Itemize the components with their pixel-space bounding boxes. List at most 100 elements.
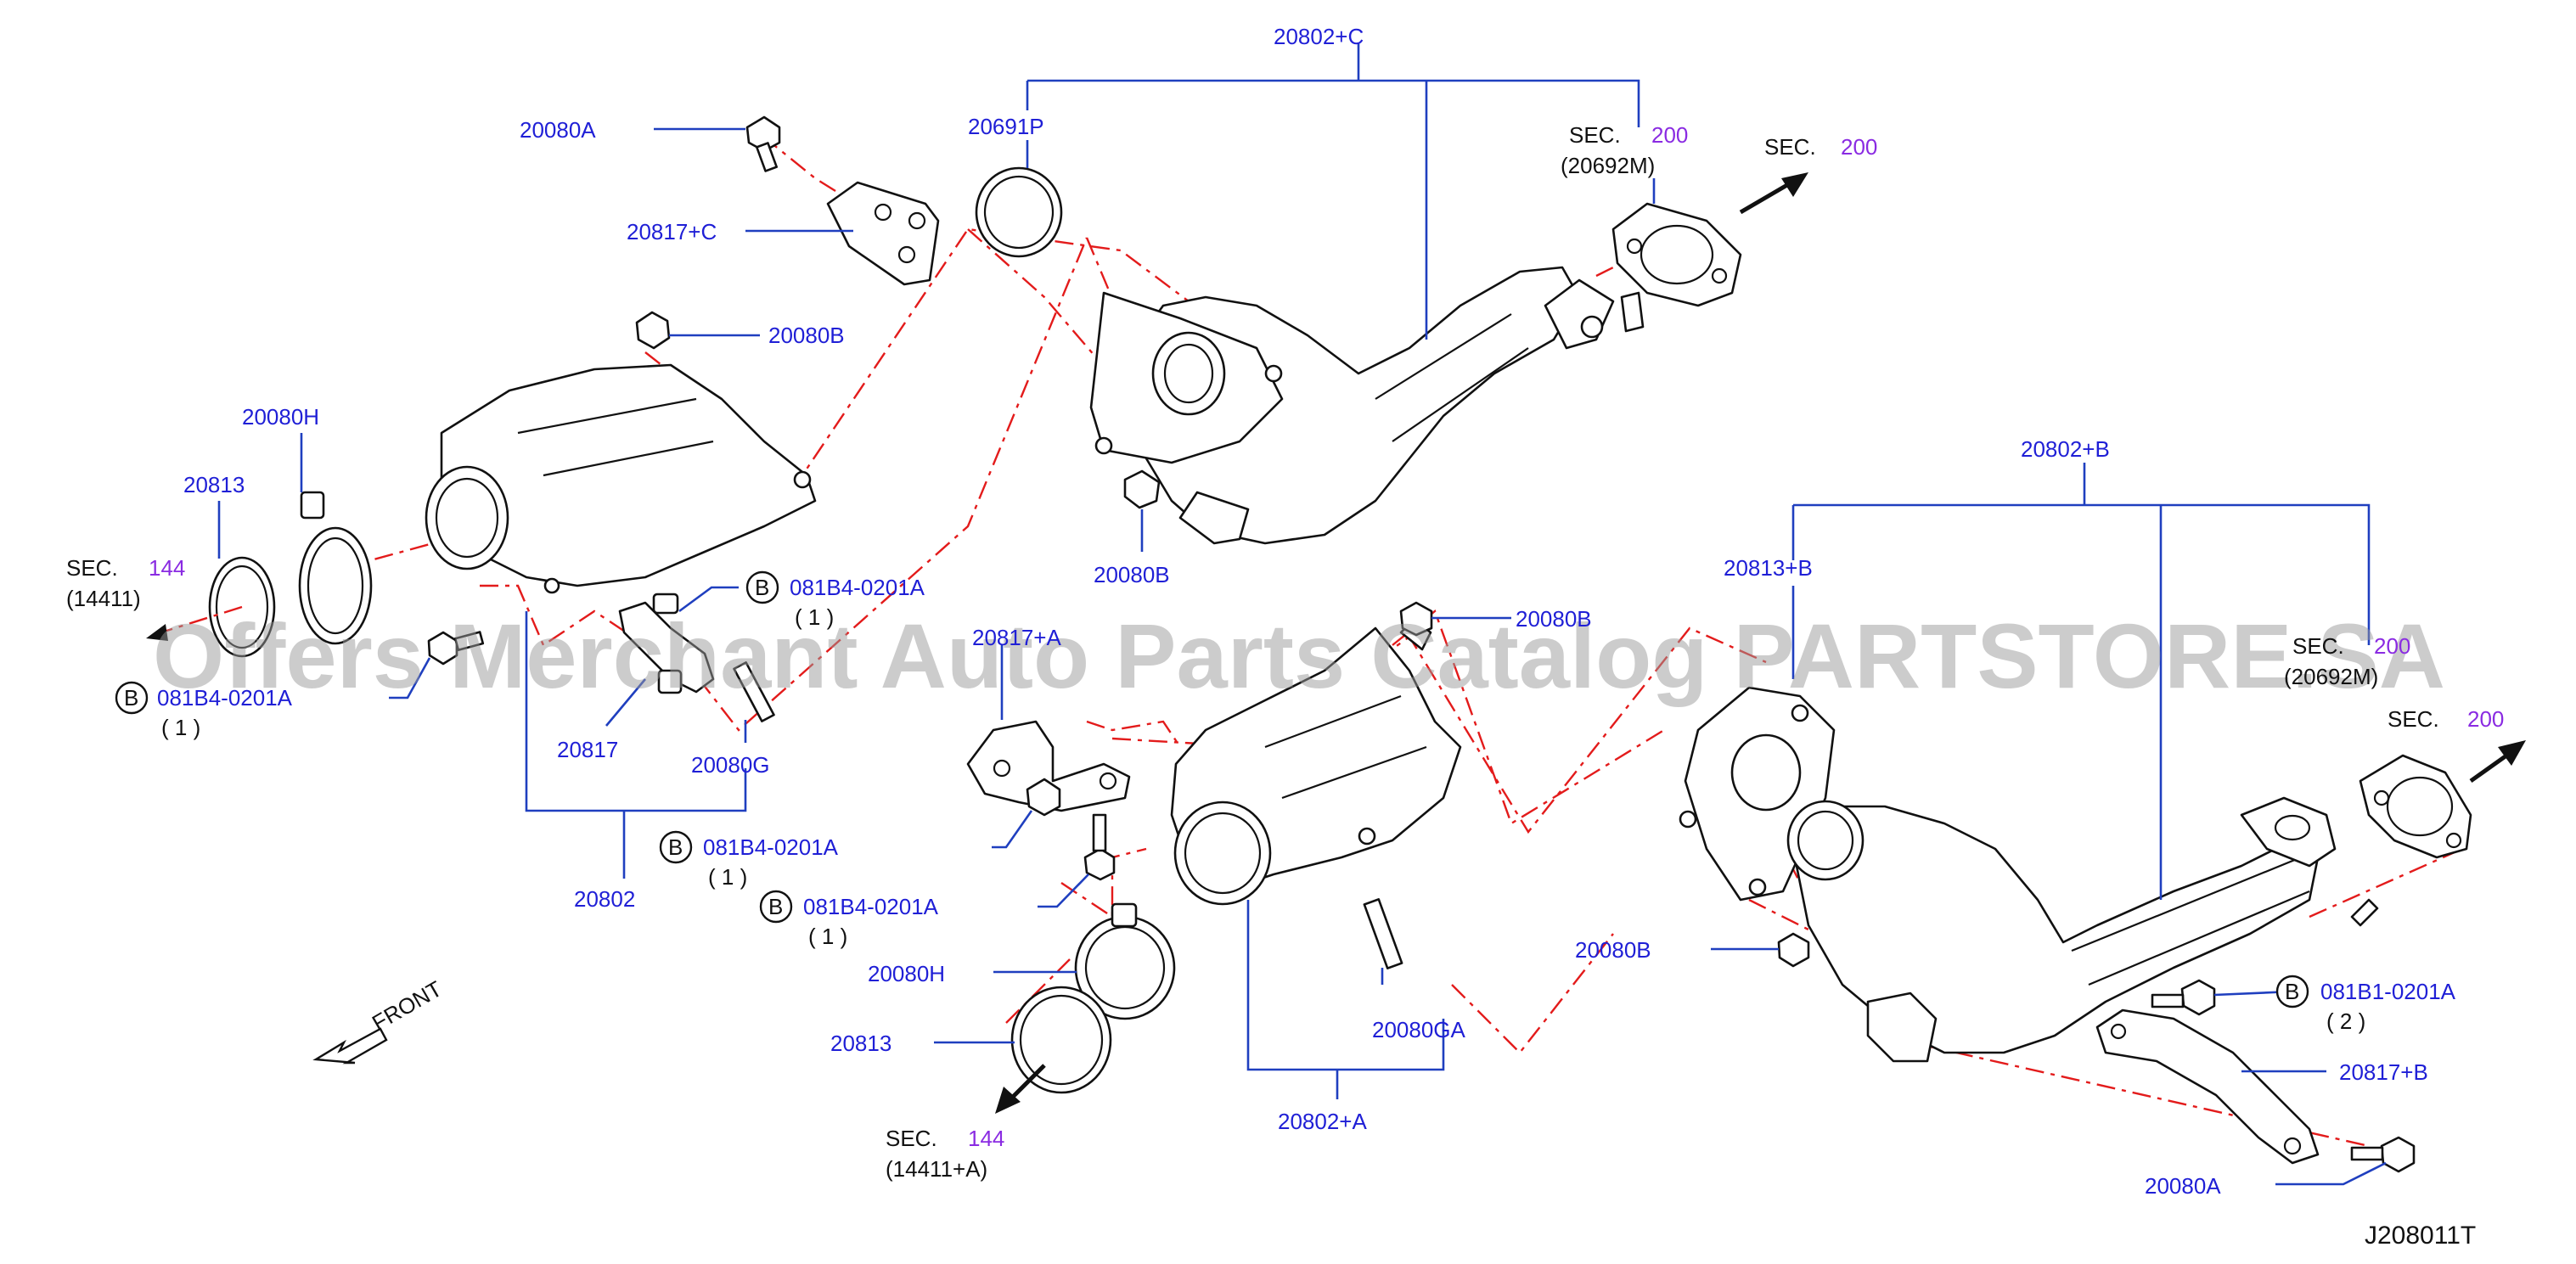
bolt-20080a-bottom xyxy=(2350,1136,2416,1173)
bolt-ref-right-code: 081B1-0201A xyxy=(2320,979,2456,1004)
label-20691p[interactable]: 20691P xyxy=(968,114,1044,139)
bolt-ref-left-code: 081B4-0201A xyxy=(157,685,293,711)
direction-arrows xyxy=(146,172,2526,1114)
nut-20080b-right xyxy=(1777,932,1810,968)
sec-references: SEC. 144 (14411) SEC. 200 (20692M) SEC. … xyxy=(66,122,2504,1182)
label-20080a-bottom[interactable]: 20080A xyxy=(2145,1173,2221,1199)
label-20813-left[interactable]: 20813 xyxy=(183,472,245,497)
sec-top-arrow-word: SEC. xyxy=(1764,134,1816,160)
label-20817c[interactable]: 20817+C xyxy=(627,219,717,244)
arrow-sec-200-top xyxy=(1739,172,1808,215)
sec-bottom-word: SEC. xyxy=(886,1126,937,1151)
sec-left-number[interactable]: 144 xyxy=(149,555,185,581)
label-20080b-right[interactable]: 20080B xyxy=(1575,937,1651,963)
bracket-20817c xyxy=(826,181,940,286)
gasket-20813-mid xyxy=(1010,986,1112,1094)
bracket-20817 xyxy=(618,593,715,694)
label-20802b[interactable]: 20802+B xyxy=(2021,436,2110,462)
gasket-ring-20691p xyxy=(975,166,1063,258)
sec-top-flange-word: SEC. xyxy=(1569,122,1621,148)
catalyst-20802a xyxy=(1170,618,1462,906)
part-labels: 20802+C 20691P 20080A 20817+C 20080B 200… xyxy=(183,24,2428,1199)
bolt-081b1-right xyxy=(2151,979,2216,1016)
label-20802[interactable]: 20802 xyxy=(574,886,635,912)
label-20080ga[interactable]: 20080GA xyxy=(1372,1017,1466,1042)
bolt-ref-mid2[interactable]: B 081B4-0201A ( 1 ) xyxy=(659,830,839,890)
catalyst-20802 xyxy=(425,363,817,594)
arrow-sec-200-right xyxy=(2469,740,2526,784)
bolt-ref-right[interactable]: B 081B1-0201A ( 2 ) xyxy=(2275,975,2456,1034)
bolt-ref-mid1-code: 081B4-0201A xyxy=(790,575,925,600)
arrow-sec-144-left xyxy=(146,605,243,641)
bolt-ref-mid1[interactable]: B 081B4-0201A ( 1 ) xyxy=(745,570,925,630)
sec-right-flange-sub: (20692M) xyxy=(2284,664,2378,689)
bracket-20817b xyxy=(2095,1008,2320,1165)
clamp-20080h-mid xyxy=(1074,902,1176,1020)
nut-20080b-mid xyxy=(1123,469,1161,509)
sec-top-flange-sub: (20692M) xyxy=(1561,153,1655,178)
sec-right-flange-number[interactable]: 200 xyxy=(2374,633,2410,659)
label-20080a-top[interactable]: 20080A xyxy=(520,117,596,143)
sec-left-word: SEC. xyxy=(66,555,118,581)
sec-bottom-number[interactable]: 144 xyxy=(968,1126,1004,1151)
stud-20080g xyxy=(733,661,775,722)
label-20817b[interactable]: 20817+B xyxy=(2339,1059,2428,1085)
flange-20692m-top xyxy=(1611,202,1742,307)
catalyst-20802b xyxy=(1679,686,2379,1063)
bolt-ref-right-qty: ( 2 ) xyxy=(2326,1008,2365,1034)
sec-right-flange-word: SEC. xyxy=(2292,633,2344,659)
label-20817a[interactable]: 20817+A xyxy=(972,625,1061,650)
bolt-ref-mid1-qty: ( 1 ) xyxy=(795,604,834,630)
arrow-sec-144-bottom xyxy=(995,1064,1046,1114)
bolt-ref-mid3-code: 081B4-0201A xyxy=(803,894,939,919)
catalyst-20802c xyxy=(1089,266,1645,545)
bolt-20080a-top xyxy=(745,115,781,172)
label-20080h-left[interactable]: 20080H xyxy=(242,404,319,430)
clamp-20080h-left xyxy=(298,491,373,645)
label-20813b[interactable]: 20813+B xyxy=(1724,555,1813,581)
bolt-ref-mid3-circle: B xyxy=(768,894,783,919)
bolt-references: B 081B4-0201A ( 1 ) B 081B4-0201A ( 1 ) … xyxy=(115,570,2456,1034)
flange-20692m-right xyxy=(2359,754,2472,859)
bolt-ref-left-circle: B xyxy=(124,685,138,711)
bolt-081b4-left xyxy=(427,631,485,666)
bolt-ref-left[interactable]: B 081B4-0201A ( 1 ) xyxy=(115,681,293,740)
sec-top-flange-number[interactable]: 200 xyxy=(1651,122,1688,148)
sec-right-arrow-word: SEC. xyxy=(2388,706,2439,732)
bolt-ref-mid2-qty: ( 1 ) xyxy=(708,864,747,890)
sec-top-arrow-number[interactable]: 200 xyxy=(1841,134,1877,160)
sec-right-arrow-number[interactable]: 200 xyxy=(2467,706,2504,732)
bolt-ref-mid2-circle: B xyxy=(668,834,683,860)
bolt-ref-right-circle: B xyxy=(2285,979,2299,1004)
diagram-code: J208011T xyxy=(2365,1222,2476,1250)
sec-bottom-sub: (14411+A) xyxy=(886,1156,987,1182)
front-label: FRONT xyxy=(368,975,447,1036)
label-20817[interactable]: 20817 xyxy=(557,737,618,762)
label-20802a[interactable]: 20802+A xyxy=(1278,1109,1367,1134)
bolt-ref-left-qty: ( 1 ) xyxy=(161,715,200,740)
nut-20080b-top xyxy=(635,311,671,350)
part-drawings xyxy=(208,115,2472,1173)
bolt-ref-mid3-qty: ( 1 ) xyxy=(808,924,847,949)
label-20080g[interactable]: 20080G xyxy=(691,752,770,778)
bolt-081b4-mid2 xyxy=(1083,813,1116,881)
leader-lines xyxy=(217,42,2387,1186)
label-20080h-mid[interactable]: 20080H xyxy=(868,961,945,986)
label-20080b-right-top[interactable]: 20080B xyxy=(1516,606,1592,632)
nut-20080b-right-top xyxy=(1399,601,1433,637)
sec-left-sub: (14411) xyxy=(66,586,141,611)
bolt-081b4-mid1 xyxy=(1026,778,1061,817)
front-arrow xyxy=(312,1027,388,1065)
bolt-ref-mid2-code: 081B4-0201A xyxy=(703,834,839,860)
label-20080b-top[interactable]: 20080B xyxy=(768,323,845,348)
stud-20080ga xyxy=(1363,898,1403,969)
watermark-text: Offers Merchant Auto Parts Catalog PARTS… xyxy=(153,604,2445,707)
label-20813-mid[interactable]: 20813 xyxy=(830,1031,891,1056)
bolt-ref-mid1-circle: B xyxy=(755,575,769,600)
bracket-20817a xyxy=(966,720,1131,812)
bolt-ref-mid3[interactable]: B 081B4-0201A ( 1 ) xyxy=(759,890,939,949)
label-20080b-mid[interactable]: 20080B xyxy=(1094,562,1170,587)
label-20802c[interactable]: 20802+C xyxy=(1274,24,1364,49)
